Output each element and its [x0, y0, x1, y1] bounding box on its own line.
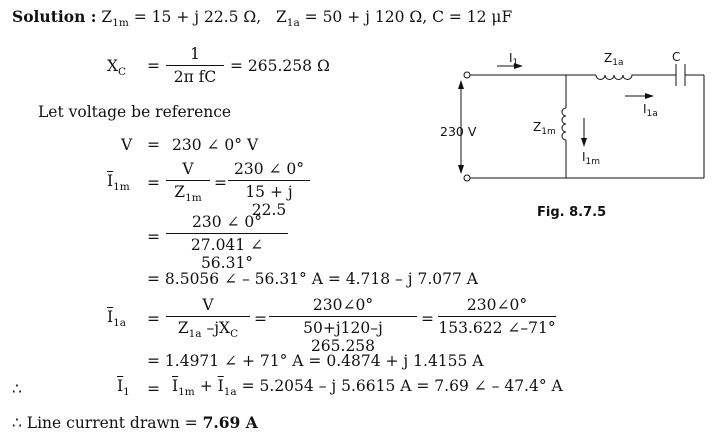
fig-i1a-label: I1a	[643, 102, 658, 119]
xc-lhs: XC	[107, 57, 127, 78]
i1m-eq-3: =	[147, 228, 160, 246]
i1m-fraction-1: V Z1m	[166, 160, 210, 207]
z1m-symbol: Z1m	[101, 8, 129, 29]
xc-numerator: 1	[190, 45, 200, 63]
figure-caption: Fig. 8.7.5	[537, 205, 607, 220]
i1a-fraction-3: 230∠0° 153.622 ∠–71°	[438, 296, 556, 337]
xc-denominator: 2π fC	[173, 68, 217, 86]
z1m-value: = 15 + j 22.5 Ω,	[133, 8, 262, 26]
solution-line: Solution : Z1m = 15 + j 22.5 Ω, Z1a = 50…	[12, 8, 512, 32]
conclusion-line: ∴ Line current drawn = 7.69 A	[12, 413, 258, 433]
i1m-fraction-2: 230 ∠ 0° 15 + j 22.5	[228, 160, 310, 219]
fig-c-label: C	[672, 50, 681, 64]
i1m-result: = 8.5056 ∠ – 56.31° A = 4.718 – j 7.077 …	[147, 270, 478, 288]
line-current-value: 7.69 A	[202, 413, 258, 432]
i1-rhs: I1m + I1a = 5.2054 – j 5.6615 A = 7.69 ∠…	[172, 377, 563, 398]
z1a-value: = 50 + j 120 Ω, C = 12 μF	[304, 8, 513, 26]
fig-z1a-label: Z1a	[604, 51, 624, 68]
fig-voltage-label: 230 V	[440, 124, 477, 139]
i1m-fraction-3: 230 ∠ 0° 27.041 ∠ 56.31°	[166, 213, 288, 272]
i1a-eq: =	[147, 310, 160, 328]
v-lhs: V	[121, 136, 133, 154]
i1a-fraction-2: 230∠0° 50+j120–j 265.258	[269, 296, 417, 355]
xc-fraction: 1 2π fC	[166, 45, 224, 86]
i1a-lhs: I1a	[107, 308, 127, 329]
i1a-result: = 1.4971 ∠ + 71° A = 0.4874 + j 1.4155 A	[147, 352, 484, 370]
z1a-symbol: Z1a	[275, 8, 300, 29]
v-rhs: 230 ∠ 0° V	[172, 136, 259, 154]
xc-eq: =	[147, 57, 160, 75]
fig-i1m-label: I1m	[582, 150, 601, 167]
reference-text: Let voltage be reference	[38, 103, 232, 121]
i1-therefore: ∴	[12, 380, 22, 398]
i1-lhs: I1	[117, 377, 130, 398]
i1m-eq-2: =	[214, 174, 227, 192]
i1a-eq-3: =	[421, 310, 434, 328]
fig-z1m-label: Z1m	[533, 120, 556, 137]
xc-result: = 265.258 Ω	[230, 57, 330, 75]
i1m-eq: =	[147, 174, 160, 192]
i1m-lhs: I1m	[107, 172, 130, 193]
solution-label: Solution :	[12, 7, 97, 26]
i1a-fraction-1: V Z1a –jXC	[166, 296, 250, 343]
i1-eq: =	[147, 380, 160, 398]
v-eq: =	[147, 136, 160, 154]
fig-i1-label: I1	[509, 51, 519, 68]
i1a-eq-2: =	[254, 310, 267, 328]
